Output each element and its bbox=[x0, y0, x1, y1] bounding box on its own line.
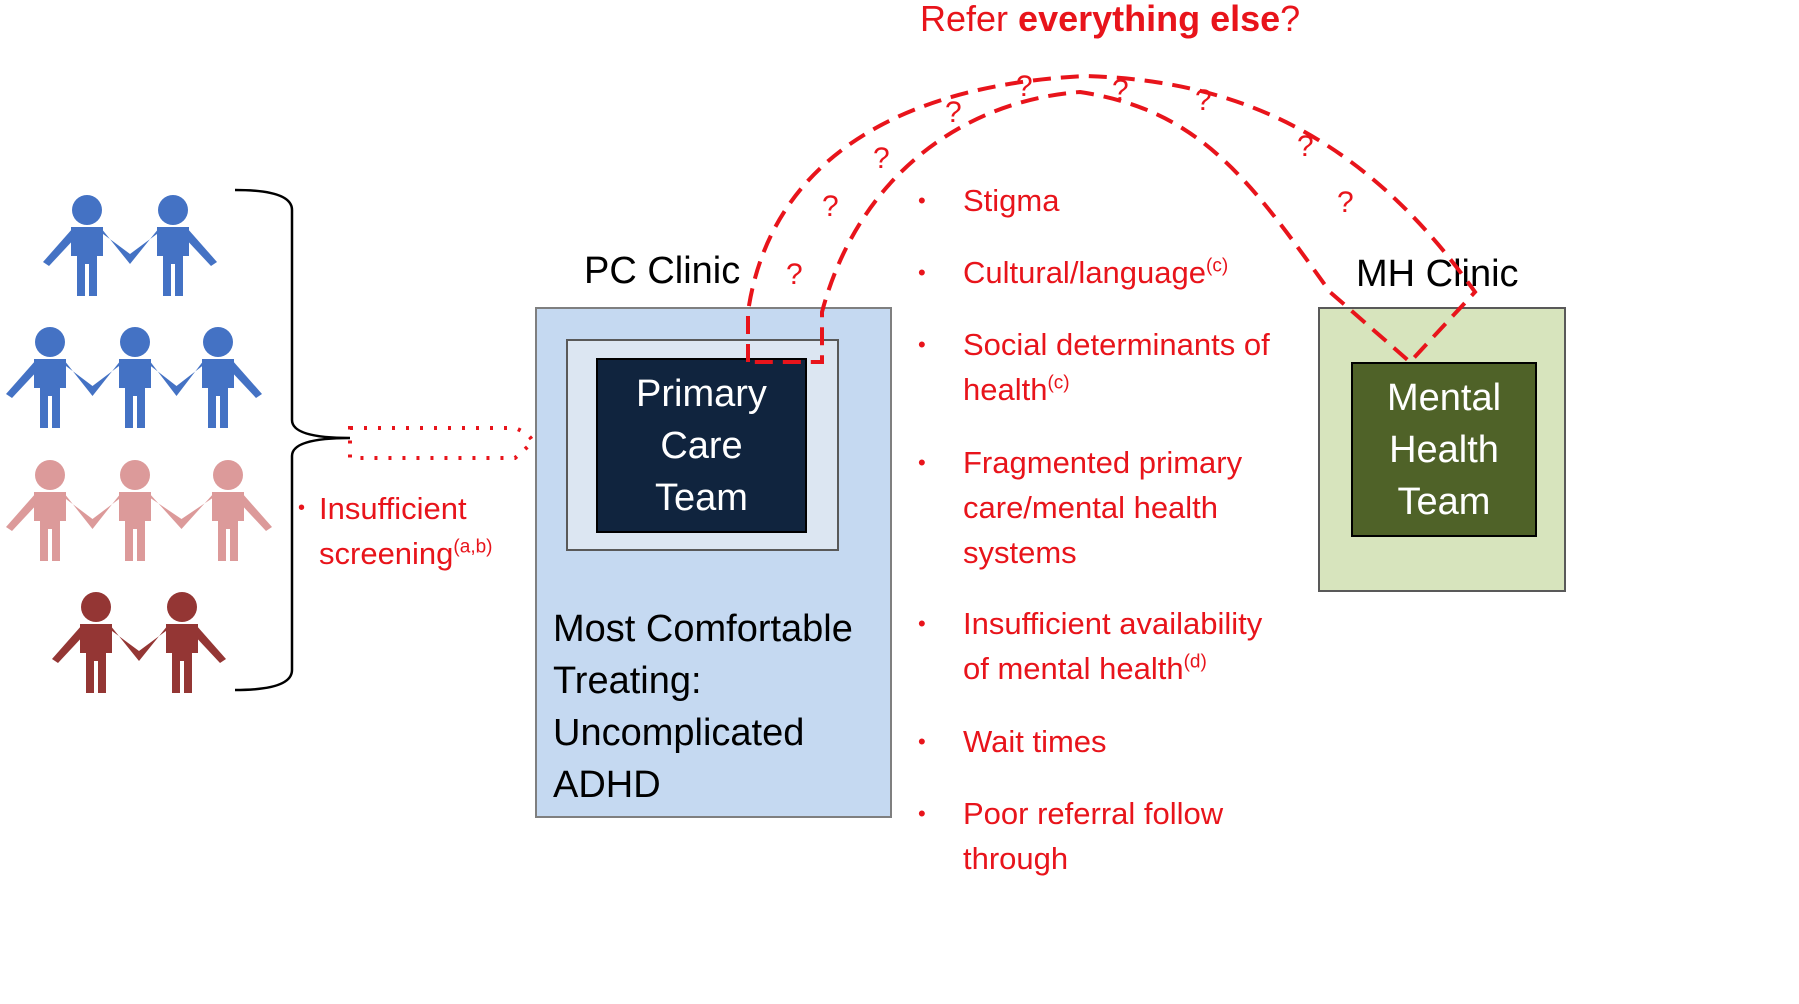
pc-team-line: Team bbox=[655, 476, 748, 519]
person-icon bbox=[80, 592, 112, 693]
population-bracket bbox=[234, 188, 351, 692]
diagram-title: Refer everything else? bbox=[920, 0, 1301, 39]
outer-arm bbox=[52, 625, 86, 663]
population-figures bbox=[6, 195, 272, 693]
referral-arc: ????????? bbox=[746, 70, 1478, 365]
person-icon bbox=[166, 592, 198, 693]
question-mark-label: ? bbox=[945, 96, 962, 129]
question-mark-label: ? bbox=[1297, 130, 1314, 163]
outer-arm bbox=[183, 228, 217, 266]
bullet-icon: • bbox=[918, 450, 926, 475]
pc-clinic-label: PC Clinic bbox=[584, 250, 741, 292]
mh-team-line: Health bbox=[1389, 428, 1499, 471]
person-icon bbox=[34, 460, 66, 561]
bullet-icon: • bbox=[918, 801, 926, 826]
linked-arms bbox=[143, 493, 220, 529]
outer-arm bbox=[6, 493, 40, 531]
question-mark-label: ? bbox=[1337, 186, 1354, 219]
mh-team-line: Mental bbox=[1386, 376, 1502, 419]
person-icon bbox=[119, 460, 151, 561]
bullet-icon: • bbox=[918, 188, 926, 213]
bullet-icon: • bbox=[918, 729, 926, 754]
question-mark-label: ? bbox=[786, 258, 803, 291]
bullet-icon: • bbox=[918, 260, 926, 285]
linked-arms bbox=[58, 493, 127, 529]
question-mark-label: ? bbox=[1112, 74, 1129, 107]
screening-text: Insufficient screening(a,b) bbox=[319, 491, 493, 571]
pc-team-box: Primary Care Team bbox=[596, 358, 807, 533]
question-mark-label: ? bbox=[822, 190, 839, 223]
pc-team-line: Care bbox=[660, 424, 743, 467]
outer-arm bbox=[43, 228, 77, 266]
outer-arm bbox=[228, 360, 262, 398]
pc-team-line: Primary bbox=[636, 372, 767, 415]
barrier-text: Cultural/language(c) bbox=[963, 255, 1229, 290]
bullet-icon: • bbox=[918, 611, 926, 636]
question-mark-label: ? bbox=[1195, 84, 1212, 117]
barrier-text: Stigma bbox=[963, 183, 1060, 218]
barrier-text: Wait times bbox=[963, 724, 1107, 759]
linked-arms bbox=[104, 625, 174, 661]
outer-arm bbox=[192, 625, 226, 663]
question-mark-label: ? bbox=[873, 142, 890, 175]
screening-arrow bbox=[348, 426, 536, 460]
question-mark-label: ? bbox=[1016, 70, 1033, 103]
referral-diagram: Refer everything else? • Insufficient sc… bbox=[6, 0, 1566, 876]
mh-team-box: Mental Health Team bbox=[1351, 362, 1537, 537]
outer-arm bbox=[238, 493, 272, 531]
outer-arm bbox=[6, 360, 40, 398]
mh-team-line: Team bbox=[1397, 480, 1491, 523]
mh-clinic-label: MH Clinic bbox=[1356, 253, 1519, 295]
pc-treating-text: Most Comfortable Treating: Uncomplicated… bbox=[553, 608, 853, 806]
bullet-icon: • bbox=[918, 332, 926, 357]
bullet-icon: • bbox=[298, 497, 306, 519]
